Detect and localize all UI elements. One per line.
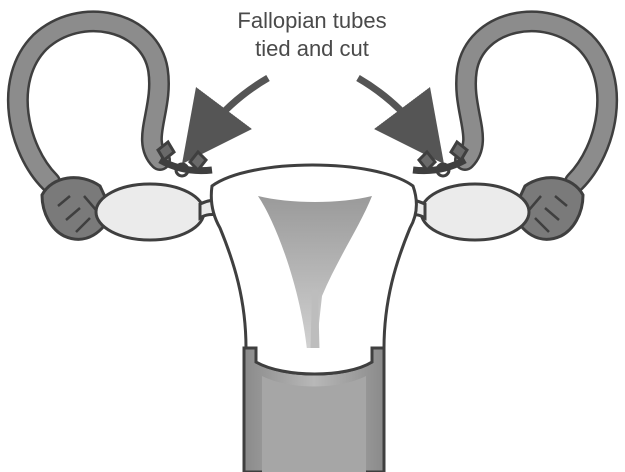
right-fallopian-tube <box>413 21 607 182</box>
left-ovary <box>96 184 204 240</box>
left-arrow <box>203 78 268 136</box>
vaginal-canal <box>262 376 366 472</box>
cervix <box>256 348 372 374</box>
diagram-title-line-1: Fallopian tubes <box>237 8 386 33</box>
diagram-title-line-2: tied and cut <box>255 36 369 61</box>
left-fallopian-tube <box>18 21 212 182</box>
right-ovary <box>421 184 529 240</box>
right-arrow <box>358 78 423 136</box>
